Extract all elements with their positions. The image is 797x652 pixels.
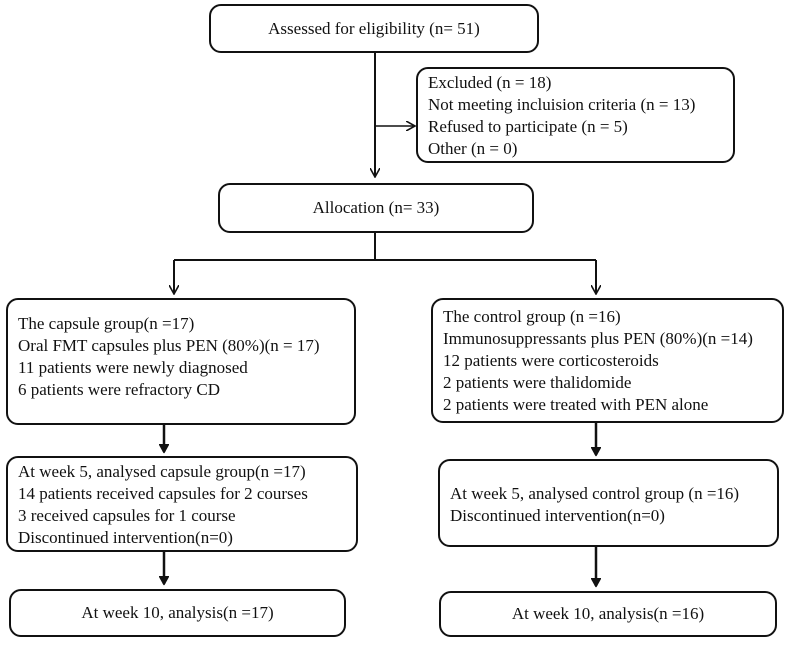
control-week5-line: At week 5, analysed control group (n =16… [450,484,740,503]
control-group-line: 2 patients were thalidomide [443,373,632,392]
control-week10-label: At week 10, analysis(n =16) [511,604,705,623]
capsule-group-line: The capsule group(n =17) [18,314,195,333]
control-week5-box: At week 5, analysed control group (n =16… [438,459,779,547]
control-group-line: 2 patients were treated with PEN alone [443,395,709,414]
allocation-box: Allocation (n= 33) [218,183,534,233]
control-week5-line: Discontinued intervention(n=0) [450,506,665,525]
capsule-week5-line: 14 patients received capsules for 2 cour… [18,484,308,503]
allocation-label: Allocation (n= 33) [312,198,440,217]
control-group-line: Immunosuppressants plus PEN (80%)(n =14) [443,329,753,348]
capsule-week5-box: At week 5, analysed capsule group(n =17)… [6,456,358,552]
excluded-line: Refused to participate (n = 5) [428,117,628,136]
capsule-group-line: Oral FMT capsules plus PEN (80%)(n = 17) [18,336,320,355]
control-group-line: 12 patients were corticosteroids [443,351,659,370]
capsule-group-line: 6 patients were refractory CD [18,380,221,399]
excluded-line: Excluded (n = 18) [428,73,552,92]
capsule-week5-line: Discontinued intervention(n=0) [18,528,233,547]
eligibility-box: Assessed for eligibility (n= 51) [209,4,539,53]
capsule-week5-line: At week 5, analysed capsule group(n =17) [18,462,306,481]
capsule-group-line: 11 patients were newly diagnosed [18,358,248,377]
control-group-box: The control group (n =16) Immunosuppress… [431,298,784,423]
control-week10-box: At week 10, analysis(n =16) [439,591,777,637]
excluded-line: Other (n = 0) [428,139,518,158]
capsule-week5-line: 3 received capsules for 1 course [18,506,236,525]
capsule-week10-box: At week 10, analysis(n =17) [9,589,346,637]
capsule-group-box: The capsule group(n =17) Oral FMT capsul… [6,298,356,425]
control-group-line: The control group (n =16) [443,307,621,326]
excluded-box: Excluded (n = 18) Not meeting incluision… [416,67,735,163]
eligibility-label: Assessed for eligibility (n= 51) [268,18,480,38]
excluded-line: Not meeting incluision criteria (n = 13) [428,95,696,114]
capsule-week10-label: At week 10, analysis(n =17) [81,603,274,622]
